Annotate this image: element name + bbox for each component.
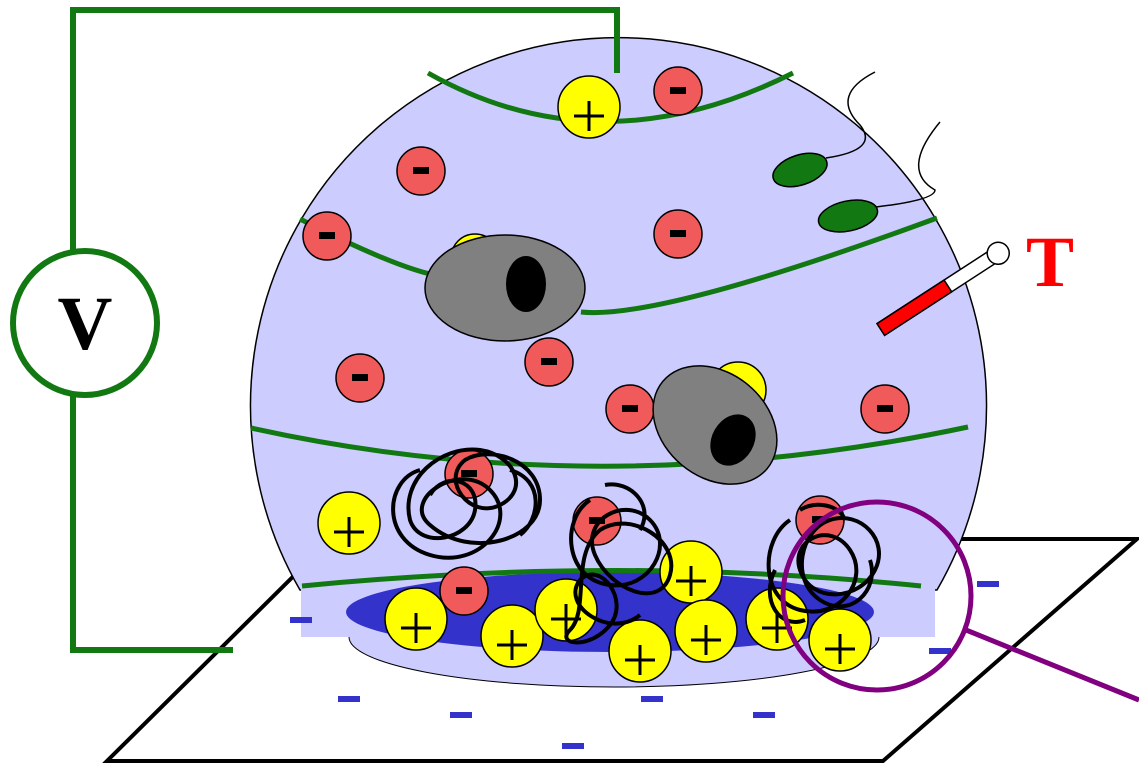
- negative-ion: [573, 497, 621, 545]
- surface-charge: [753, 712, 775, 718]
- surface-charge: [338, 696, 360, 702]
- positive-ion: [809, 609, 871, 671]
- negative-ion: [440, 567, 488, 615]
- surface-charge: [562, 743, 584, 749]
- surface-charge: [641, 696, 663, 702]
- positive-ion: [558, 76, 620, 138]
- positive-ion: [385, 588, 447, 650]
- negative-ion: [606, 385, 654, 433]
- voltmeter: V: [13, 251, 157, 395]
- negative-ion: [303, 212, 351, 260]
- positive-ion: [481, 605, 543, 667]
- surface-charge: [977, 581, 999, 587]
- cell-upper: [425, 235, 585, 341]
- negative-ion: [654, 210, 702, 258]
- thermometer-label: T: [1026, 222, 1074, 302]
- cell-body: [425, 235, 585, 341]
- surface-charge: [290, 617, 312, 623]
- positive-ion: [318, 492, 380, 554]
- surface-charge: [450, 712, 472, 718]
- positive-ion: [609, 620, 671, 682]
- negative-ion: [861, 385, 909, 433]
- negative-ion: [525, 338, 573, 386]
- positive-ion: [675, 600, 737, 662]
- cell-nucleus: [506, 256, 546, 312]
- negative-ion: [336, 354, 384, 402]
- negative-ion: [654, 67, 702, 115]
- negative-ion: [397, 147, 445, 195]
- voltmeter-label: V: [58, 282, 113, 366]
- surface-charge: [929, 648, 951, 654]
